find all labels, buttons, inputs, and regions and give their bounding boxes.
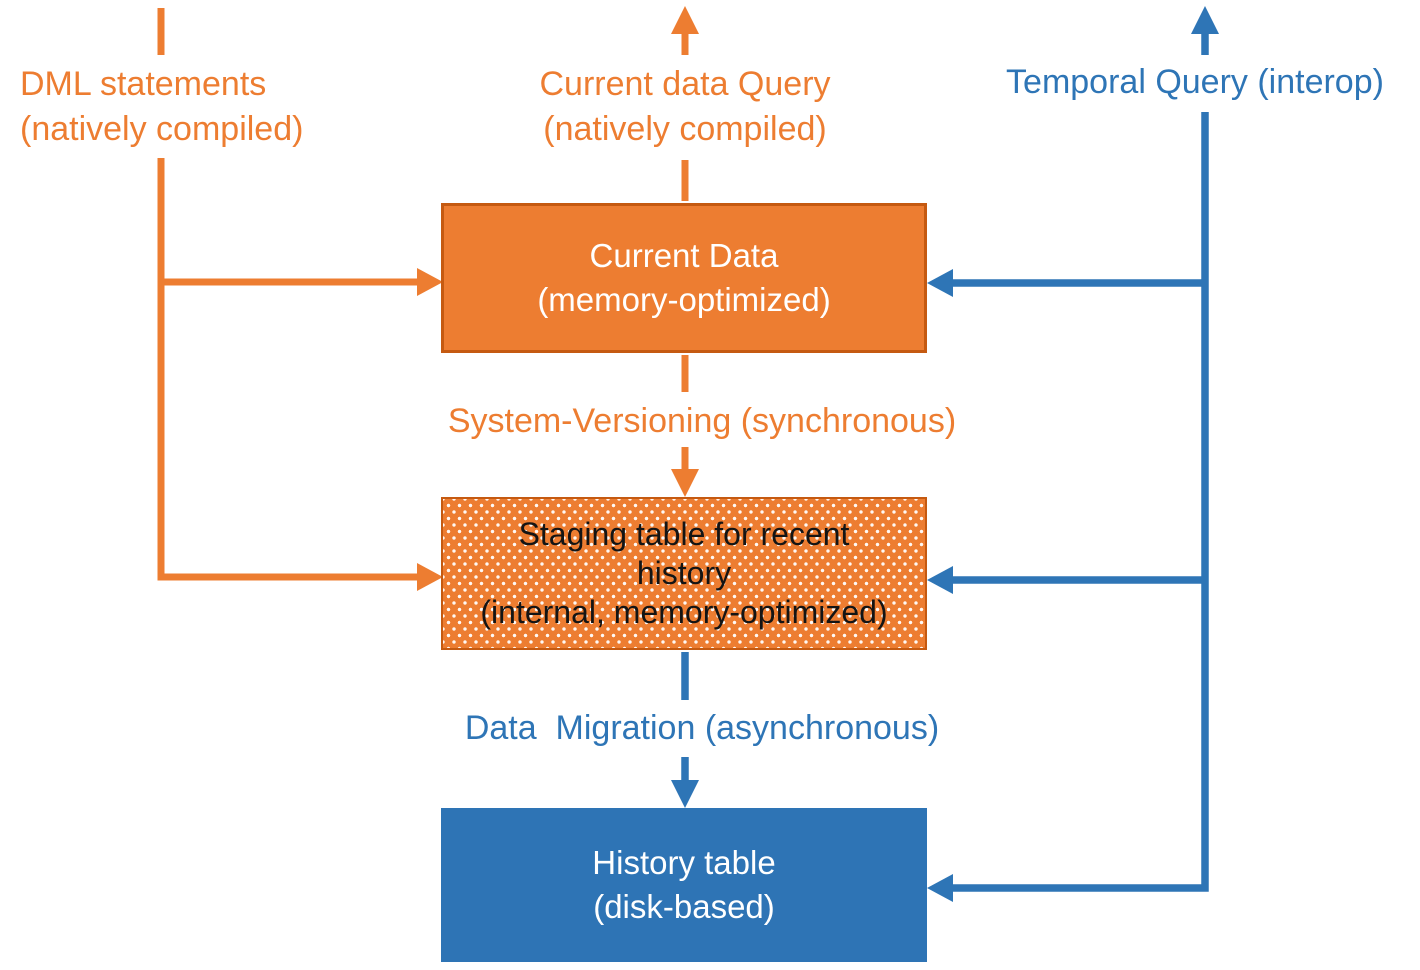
current-data-box-subtitle: (memory-optimized) [537, 281, 831, 318]
staging-table-box-line3: (internal, memory-optimized) [480, 594, 888, 630]
temporal-vertical-line [948, 112, 1209, 892]
dml-to-staging-arrowhead-icon [417, 563, 443, 591]
history-table-box-title: History table [592, 844, 776, 881]
temporal-to-history-arrowhead-icon [927, 874, 953, 902]
current-data-box-title: Current Data [589, 237, 779, 274]
temporal-query-arrowhead-icon [1191, 6, 1219, 34]
data-migration-label: Data Migration (asynchronous) [464, 709, 940, 747]
dml-statements-label: DML statements (natively compiled) [20, 62, 303, 152]
dml-vertical-line [157, 158, 420, 581]
staging-table-box-line2: history [636, 555, 732, 591]
current-data-query-label: Current data Query (natively compiled) [435, 62, 935, 152]
history-table-box-subtitle: (disk-based) [593, 888, 775, 925]
current-query-arrowhead-icon [671, 6, 699, 34]
system-versioning-arrowhead-icon [671, 469, 699, 497]
history-table-box: History table (disk-based) [441, 808, 927, 962]
dml-statements-label-line1: DML statements [20, 65, 267, 103]
data-migration-arrowhead-icon [671, 780, 699, 808]
staging-table-box-line1: Staging table for recent [518, 516, 850, 552]
current-data-query-label-line2: (natively compiled) [543, 110, 827, 148]
staging-table-box: Staging table for recent history (intern… [441, 497, 927, 650]
temporal-to-current-arrowhead-icon [927, 269, 953, 297]
temporal-to-staging-arrowhead-icon [927, 566, 953, 594]
temporal-query-label: Temporal Query (interop) [1006, 63, 1384, 101]
current-data-box: Current Data (memory-optimized) [441, 203, 927, 353]
current-data-query-label-line1: Current data Query [539, 65, 831, 103]
dml-to-current-arrowhead-icon [417, 268, 443, 296]
dml-statements-label-line2: (natively compiled) [20, 110, 304, 148]
system-versioning-label: System-Versioning (synchronous) [447, 402, 957, 440]
